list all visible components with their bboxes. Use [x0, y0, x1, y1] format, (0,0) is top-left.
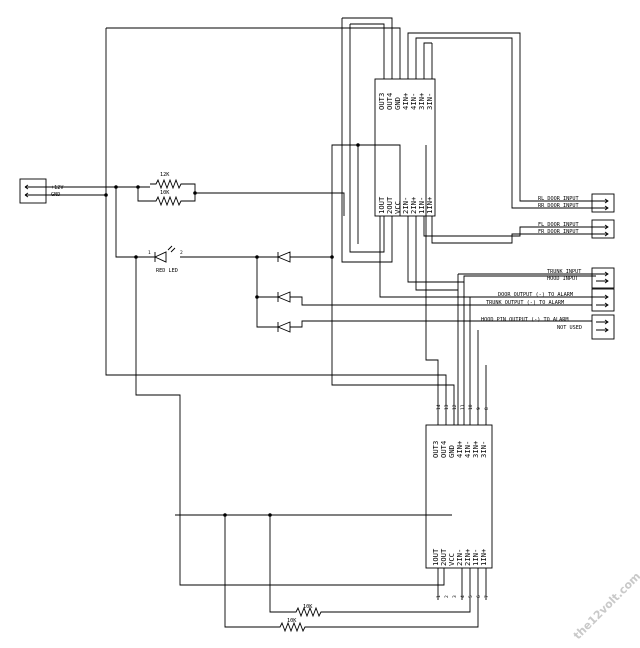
red-led-label: RED LED [156, 268, 178, 274]
rl-door-input-label: RL DOOR INPUT [538, 196, 579, 202]
chip-bottom-pin-num: 11 [460, 404, 466, 410]
chip-bottom-pin-num: 4 [460, 595, 466, 598]
door-output-label: DOOR OUTPUT (-) TO ALARM [498, 292, 573, 298]
chip-bottom-pin-num: 1 [436, 595, 442, 598]
watermark: the12volt.com [571, 570, 640, 642]
trunk-output-label: TRUNK OUTPUT (-) TO ALARM [486, 300, 564, 306]
chip-bottom-pin-num: 13 [444, 404, 450, 410]
chip-bottom-pin-4in-plus: 4IN+ [455, 440, 464, 458]
resistor-10k-top-label: 10K [160, 190, 170, 196]
chip-bottom-pin-out3: OUT3 [431, 441, 440, 458]
resistor-12k-label: 12K [160, 172, 170, 178]
resistor-10k-bottom-b: 10K [274, 618, 311, 633]
red-led: 1 2 RED LED [148, 245, 183, 274]
led-pin-1: 1 [148, 250, 151, 256]
not-used-label: NOT USED [557, 325, 582, 331]
wires [32, 17, 596, 628]
diode-3 [276, 321, 291, 333]
chip-bottom-pin-num: 6 [476, 595, 482, 598]
chip-bottom-pin-num: 3 [452, 595, 458, 598]
comparator-chip-top: OUT3 OUT4 GND 4IN+ 4IN- 3IN+ 3IN- 1OUT 2… [374, 78, 436, 217]
chip-bottom-pin-gnd: GND [447, 445, 456, 458]
chip-top-pin-4in-plus: 4IN+ [401, 92, 410, 110]
resistor-10k-top: 10K [150, 190, 187, 207]
chip-bottom-pin-num: 5 [468, 595, 474, 598]
fr-door-input-label: FR DOOR INPUT [538, 229, 579, 235]
chip-bottom-lower-pins: 1OUT 2OUT VCC 2IN- 2IN+ 1IN- 1IN+ [431, 548, 488, 566]
chip-bottom-lower-pin-numbers: 1 2 3 4 5 6 7 [436, 595, 490, 598]
hood-pin-output-label: HOOD PIN OUTPUT (-) TO ALARM [481, 317, 568, 323]
chip-top-pin-1in-minus: 1IN- [417, 197, 426, 214]
chip-bottom-pin-num: 7 [484, 595, 490, 598]
chip-top-pin-out3: OUT3 [377, 93, 386, 110]
chip-bottom-pin-vcc: VCC [447, 553, 456, 566]
chip-bottom-pin-2out: 2OUT [439, 548, 448, 566]
chip-bottom-pin-1in-minus: 1IN- [471, 549, 480, 566]
resistor-10k-bottom-a: 10K [290, 604, 327, 618]
resistor-12k: 12K [150, 172, 187, 190]
chip-bottom-pin-3in-plus: 3IN+ [471, 440, 480, 458]
chip-top-pin-4in-minus: 4IN- [409, 93, 418, 110]
chip-bottom-pin-num: 10 [468, 404, 474, 410]
chip-top-pin-gnd: GND [393, 97, 402, 110]
chip-top-pin-1out: 1OUT [377, 196, 386, 214]
comparator-chip-bottom: 14 13 12 11 10 9 8 OUT3 OUT4 GND 4IN+ 4I… [425, 404, 493, 598]
chip-bottom-pin-3in-minus: 3IN- [479, 441, 488, 458]
chip-bottom-pin-1in-plus: 1IN+ [479, 548, 488, 566]
rr-door-input-label: RR DOOR INPUT [538, 203, 579, 209]
trunk-input-label: TRUNK INPUT [547, 269, 581, 275]
hood-input-label: HOOD INPUT [547, 276, 578, 282]
chip-bottom-pin-out4: OUT4 [439, 441, 448, 458]
chip-bottom-upper-pin-numbers: 14 13 12 11 10 9 8 [436, 404, 490, 410]
chip-top-pin-1in-plus: 1IN+ [425, 196, 434, 214]
chip-bottom-pin-num: 14 [436, 404, 442, 410]
fl-door-input-label: FL DOOR INPUT [538, 222, 579, 228]
chip-top-upper-pins: OUT3 OUT4 GND 4IN+ 4IN- 3IN+ 3IN- [377, 92, 434, 110]
right-connectors: RL DOOR INPUT RR DOOR INPUT FL DOOR INPU… [481, 193, 615, 340]
chip-bottom-pin-num: 12 [452, 404, 458, 410]
chip-bottom-pin-num: 8 [484, 407, 490, 410]
led-pin-2: 2 [180, 250, 183, 256]
diode-2 [276, 291, 291, 303]
chip-bottom-pin-num: 2 [444, 595, 450, 598]
power-connector: +12V GND [19, 178, 64, 204]
resistor-10k-bottom-b-label: 10K [287, 618, 297, 624]
chip-top-pin-out4: OUT4 [385, 93, 394, 110]
chip-top-pin-3in-plus: 3IN+ [417, 92, 426, 110]
chip-bottom-pin-1out: 1OUT [431, 548, 440, 566]
chip-top-pin-vcc: VCC [393, 201, 402, 214]
chip-bottom-pin-2in-minus: 2IN- [455, 549, 464, 566]
chip-top-lower-pins: 1OUT 2OUT VCC 2IN- 2IN+ 1IN- 1IN+ [377, 196, 434, 214]
chip-bottom-pin-num: 9 [476, 407, 482, 410]
diode-1 [276, 251, 291, 263]
chip-bottom-upper-pins: OUT3 OUT4 GND 4IN+ 4IN- 3IN+ 3IN- [431, 440, 488, 458]
chip-top-pin-3in-minus: 3IN- [425, 93, 434, 110]
chip-top-pin-2in-minus: 2IN- [401, 197, 410, 214]
chip-bottom-pin-2in-plus: 2IN+ [463, 548, 472, 566]
chip-top-pin-2in-plus: 2IN+ [409, 196, 418, 214]
junction-dots [104, 143, 360, 517]
chip-bottom-pin-4in-minus: 4IN- [463, 441, 472, 458]
resistor-10k-bottom-a-label: 10K [303, 604, 313, 610]
chip-top-pin-2out: 2OUT [385, 196, 394, 214]
power-12v-label: +12V [51, 185, 64, 191]
